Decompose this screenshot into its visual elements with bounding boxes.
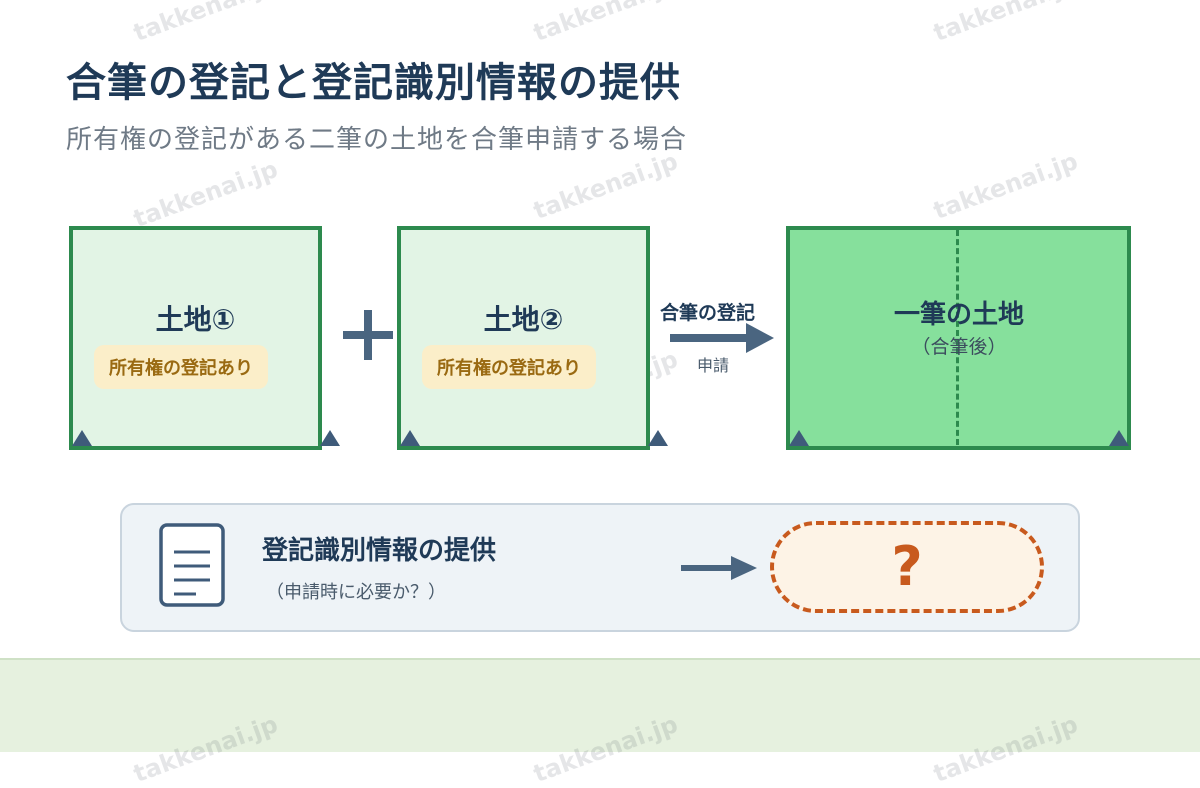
watermark: takkenai.jp bbox=[529, 146, 682, 226]
merged-land-note: （合筆後） bbox=[911, 336, 1007, 358]
watermark: takkenai.jp bbox=[529, 0, 682, 48]
question-mark: ? bbox=[891, 535, 923, 598]
watermark: takkenai.jp bbox=[929, 146, 1082, 226]
boundary-marker-icon bbox=[648, 430, 668, 446]
boundary-marker-icon bbox=[320, 430, 340, 446]
watermark: takkenai.jp bbox=[129, 154, 282, 234]
former-boundary-line bbox=[956, 230, 959, 445]
boundary-marker-icon bbox=[789, 430, 809, 446]
footer-band bbox=[0, 658, 1200, 752]
land-parcel-2: 土地② 所有権の登記あり bbox=[397, 226, 650, 450]
page-subtitle: 所有権の登記がある二筆の土地を合筆申請する場合 bbox=[66, 125, 688, 155]
land-2-badge: 所有権の登記あり bbox=[422, 345, 596, 389]
land-2-label: 土地② bbox=[483, 303, 564, 336]
watermark: takkenai.jp bbox=[929, 0, 1082, 48]
merge-arrow-label: 合筆の登記 bbox=[660, 302, 756, 324]
boundary-marker-icon bbox=[400, 430, 420, 446]
info-title: 登記識別情報の提供 bbox=[262, 536, 497, 566]
page-title: 合筆の登記と登記識別情報の提供 bbox=[66, 60, 681, 106]
land-1-label: 土地① bbox=[155, 303, 236, 336]
watermark: takkenai.jp bbox=[129, 0, 282, 48]
document-icon bbox=[159, 523, 225, 607]
right-arrow-icon bbox=[681, 556, 757, 580]
plus-icon bbox=[343, 310, 393, 360]
boundary-marker-icon bbox=[1109, 430, 1129, 446]
answer-box bbox=[770, 521, 1044, 613]
merged-land-label: 一筆の土地 bbox=[893, 300, 1024, 330]
merge-arrow-sublabel: 申請 bbox=[697, 356, 730, 375]
land-parcel-1: 土地① 所有権の登記あり bbox=[69, 226, 322, 450]
right-arrow-icon bbox=[670, 323, 774, 353]
info-note: （申請時に必要か？） bbox=[266, 582, 446, 603]
land-1-badge: 所有権の登記あり bbox=[94, 345, 268, 389]
boundary-marker-icon bbox=[72, 430, 92, 446]
